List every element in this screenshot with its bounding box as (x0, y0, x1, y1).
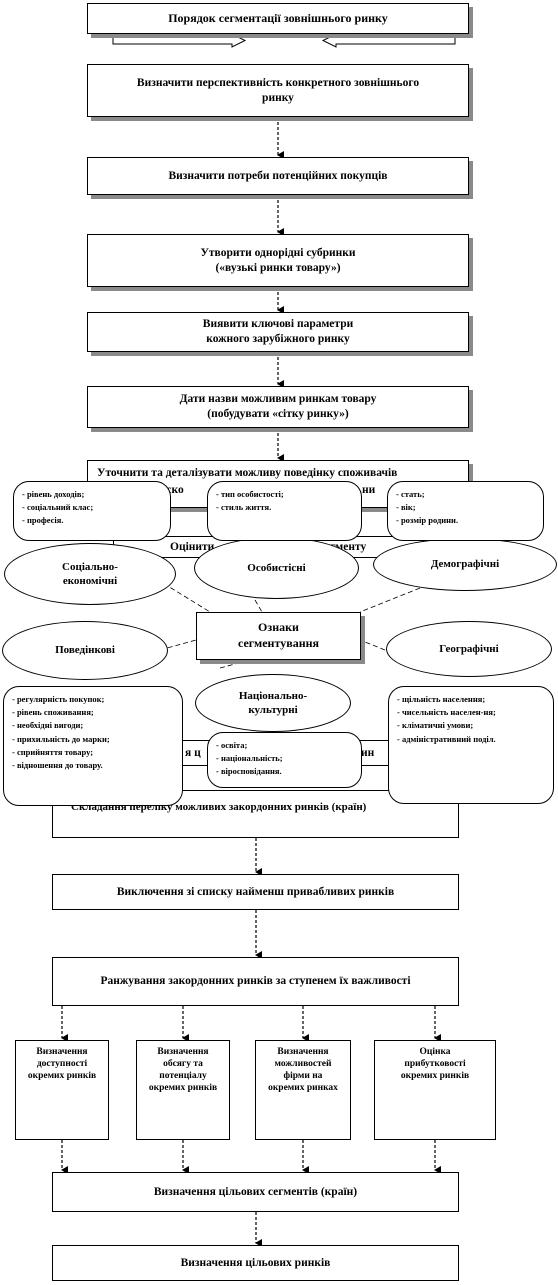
ellipse-national-cultural: Національно- культурні (195, 674, 351, 732)
step-submarkets: Утворити однорідні субринки («вузькі рин… (87, 234, 469, 287)
details-demographic: - стать; - вік; - розмір родини. (387, 481, 544, 541)
segmentation-criteria-box: Ознаки сегментування (196, 612, 361, 660)
analysis-capabilities: Визначення можливостей фірми на окремих … (255, 1040, 351, 1140)
title-arrow-right (112, 33, 247, 48)
step-market-grid: Дати назви можливим ринкам товару (побуд… (87, 386, 469, 428)
hidden-row-left-text: я ц (185, 747, 201, 759)
hidden-row-right-text: ин (361, 747, 375, 759)
analysis-profitability: Оцінка прибутковості окремих ринків (374, 1040, 496, 1140)
step-target-segments: Визначення цільових сегментів (країн) (52, 1172, 459, 1212)
analysis-accessibility: Визначення доступності окремих ринків (15, 1040, 109, 1140)
step-needs: Визначити потреби потенційних покупців (87, 157, 469, 195)
details-behavioral: - регулярність покупок; - рівень спожива… (3, 686, 183, 806)
details-geographic: - щільність населення; - чисельність нас… (388, 686, 554, 804)
ellipse-personal: Особистісні (194, 537, 359, 599)
details-personal: - тип особистості; - стиль життя. (207, 481, 362, 541)
clarify-text: Уточнити та деталізувати можливу поведін… (97, 467, 398, 479)
ellipse-geographic: Географічні (386, 621, 552, 677)
step-exclude: Виключення зі списку найменш привабливих… (52, 874, 459, 910)
details-national-cultural: - освіта; - національність; - віросповід… (207, 732, 362, 788)
analysis-volume: Визначення обсягу та потенціалу окремих … (136, 1040, 230, 1140)
assess-text: Оцінити (170, 541, 215, 553)
title-arrow-left (321, 33, 456, 48)
details-socio-economic: - рівень доходів; - соціальний клас; - п… (13, 481, 171, 541)
ellipse-socio-economic: Соціально- економічні (4, 543, 176, 605)
clarify-text-line2-right: ни (362, 484, 376, 496)
step-target-markets: Визначення цільових ринків (52, 1245, 459, 1281)
step-key-parameters: Виявити ключові параметри кожного зарубі… (87, 312, 469, 352)
step-perspective: Визначити перспективність конкретного зо… (87, 64, 469, 117)
ellipse-demographic: Демографічні (373, 538, 557, 591)
step-ranking: Ранжування закордонних ринків за ступене… (52, 957, 459, 1006)
ellipse-behavioral: Поведінкові (2, 621, 168, 680)
title-box: Порядок сегментації зовнішнього ринку (87, 3, 469, 34)
